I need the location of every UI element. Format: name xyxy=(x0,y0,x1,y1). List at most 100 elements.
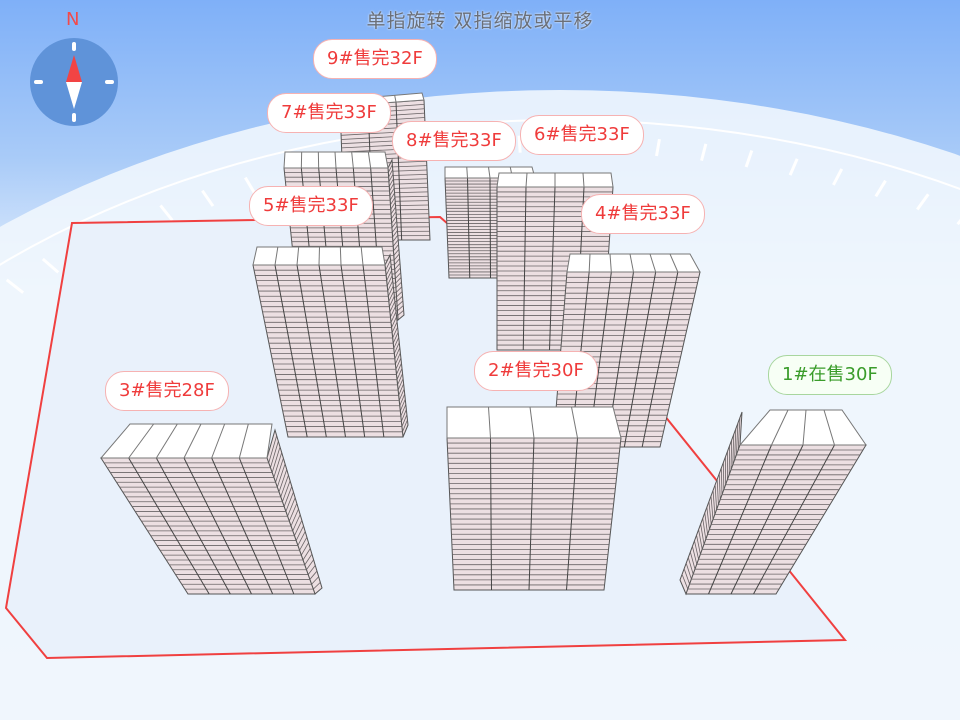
floor-line xyxy=(692,546,698,565)
floor-line xyxy=(718,473,721,500)
roof-line xyxy=(488,406,491,439)
floor-line xyxy=(394,272,402,279)
column-line xyxy=(340,264,366,438)
column-line xyxy=(211,457,274,595)
roof-line xyxy=(629,253,634,273)
floor-line xyxy=(395,286,403,293)
floor-line xyxy=(396,291,403,298)
floor-line xyxy=(400,409,407,422)
dome-tick xyxy=(788,158,799,176)
floor-line xyxy=(685,563,692,580)
floor-line xyxy=(734,428,737,460)
floor-line xyxy=(394,263,401,270)
floor-line xyxy=(702,518,707,540)
building-2-tag[interactable]: 2#售完30F xyxy=(474,351,598,391)
floor-line xyxy=(394,258,400,265)
floor-line xyxy=(282,480,291,502)
building-8-tag[interactable]: 8#售完33F xyxy=(392,121,516,161)
dome-tick xyxy=(916,193,930,211)
floor-line xyxy=(268,435,278,463)
floor-line xyxy=(393,244,399,252)
floor-line xyxy=(704,512,708,535)
building-2[interactable] xyxy=(446,406,622,591)
building-4-tag[interactable]: 4#售完33F xyxy=(581,194,705,234)
floor-line xyxy=(399,393,406,406)
floor-line xyxy=(392,234,399,242)
floor-line xyxy=(271,446,281,473)
floor-line xyxy=(300,542,309,556)
roof-line xyxy=(529,406,535,439)
floor-line xyxy=(388,169,394,178)
roof-line xyxy=(128,423,155,459)
column-line xyxy=(155,457,231,595)
roof-line xyxy=(609,253,612,273)
floor-line xyxy=(397,378,404,391)
column-line xyxy=(566,437,578,591)
floor-line xyxy=(395,277,402,284)
dome-tick xyxy=(517,135,522,153)
building-7-tag[interactable]: 7#售完33F xyxy=(267,93,391,133)
floor-line xyxy=(716,479,719,505)
floor-line xyxy=(295,525,304,541)
building-1[interactable] xyxy=(679,409,867,596)
floor-line xyxy=(391,321,398,333)
roof-line xyxy=(274,246,279,266)
floor-line xyxy=(278,469,288,493)
floor-line xyxy=(394,347,401,359)
floor-line xyxy=(285,491,294,512)
floor-line xyxy=(388,290,395,302)
roof-line xyxy=(571,406,578,439)
dome-tick xyxy=(159,204,174,222)
floor-line xyxy=(395,357,402,370)
roof-line xyxy=(339,246,342,266)
floor-line xyxy=(390,202,396,210)
floor-line xyxy=(299,537,308,551)
column-line xyxy=(730,444,804,595)
building-9-tag[interactable]: 9#售完32F xyxy=(313,39,437,79)
column-line xyxy=(128,457,210,595)
column-line xyxy=(467,177,471,279)
roof-line xyxy=(525,172,528,188)
roof-line xyxy=(394,95,397,103)
floor-line xyxy=(696,535,701,555)
floor-line xyxy=(397,373,403,386)
floor-line xyxy=(698,529,703,550)
column-line xyxy=(238,457,295,595)
column-line xyxy=(623,271,657,448)
floor-line xyxy=(398,383,405,396)
floor-line xyxy=(313,582,321,590)
building-5-tag[interactable]: 5#售完33F xyxy=(249,186,373,226)
floor-line xyxy=(710,495,714,520)
floor-line xyxy=(389,192,395,201)
floor-line xyxy=(288,503,298,522)
compass-north-label: N xyxy=(66,9,80,30)
floor-line xyxy=(402,419,408,432)
floor-line xyxy=(388,173,394,183)
building-5[interactable] xyxy=(252,246,409,438)
compass-dial[interactable] xyxy=(30,38,118,126)
building-6-tag[interactable]: 6#售完33F xyxy=(520,115,644,155)
floor-line xyxy=(389,183,395,192)
floor-line xyxy=(388,178,394,187)
floor-line xyxy=(397,305,404,312)
roof-line xyxy=(211,423,226,459)
floor-line xyxy=(391,316,397,328)
roof-line xyxy=(823,409,835,446)
dome-tick xyxy=(201,189,215,207)
floor-line xyxy=(391,216,397,224)
floor-line xyxy=(714,484,717,510)
roof-line xyxy=(183,423,202,459)
building-3[interactable] xyxy=(99,423,323,595)
building-1-tag[interactable]: 1#在售30F xyxy=(768,355,892,395)
roof-line xyxy=(802,409,807,446)
floor-line xyxy=(387,285,394,297)
column-line xyxy=(362,264,385,438)
column-line xyxy=(274,264,308,438)
roof-line xyxy=(367,151,372,169)
building-3-tag[interactable]: 3#售完28F xyxy=(105,371,229,411)
floor-line xyxy=(687,557,694,575)
floor-line xyxy=(389,301,396,313)
column-line xyxy=(489,177,491,279)
